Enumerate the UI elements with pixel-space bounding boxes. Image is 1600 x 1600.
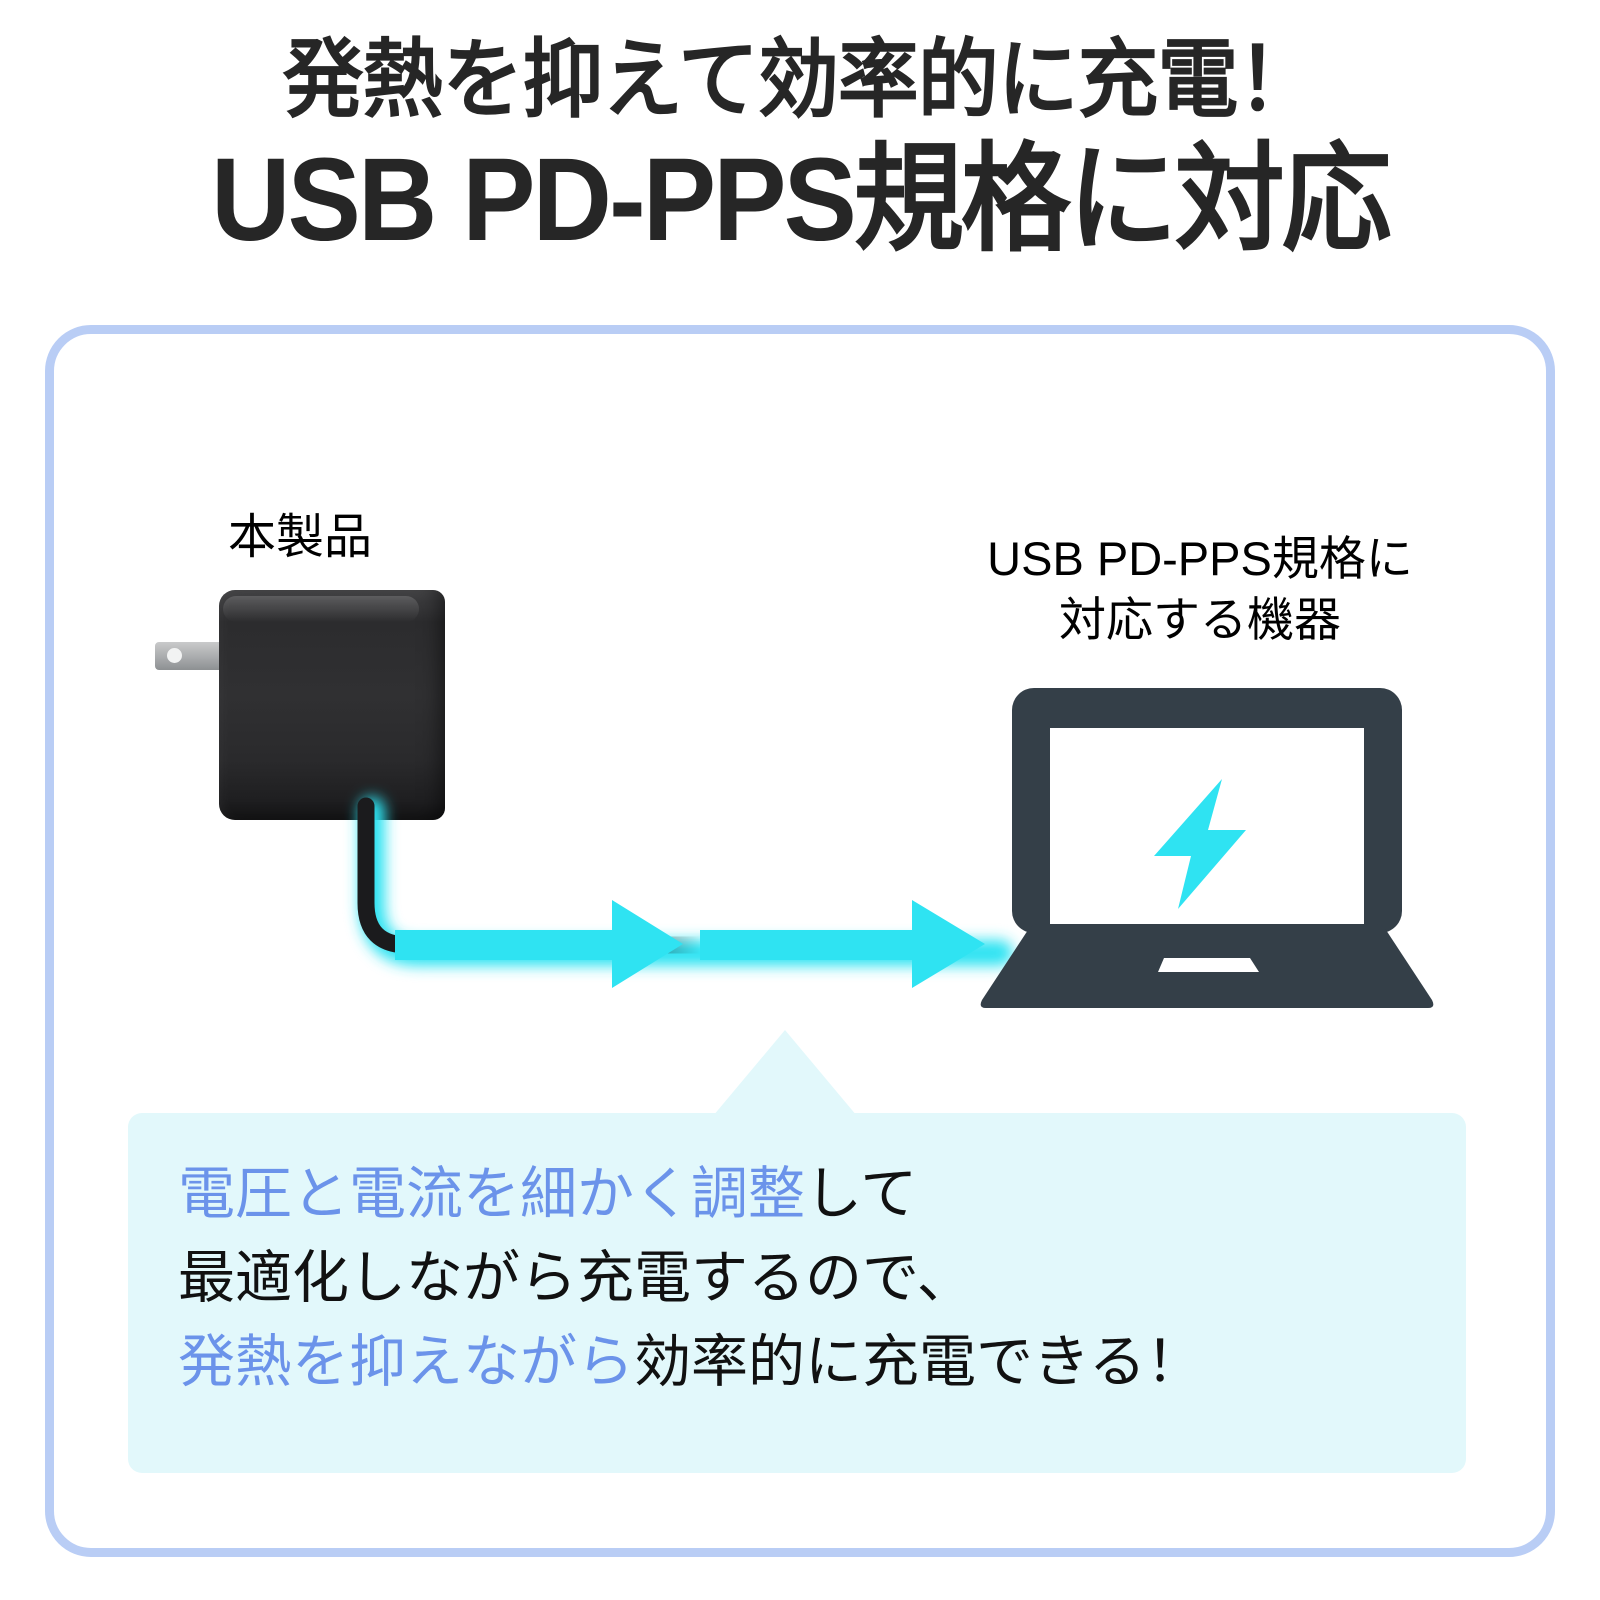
callout-line-3: 発熱を抑えながら効率的に充電できる！ — [178, 1320, 1203, 1404]
callout-line-1: 電圧と電流を細かく調整して — [178, 1152, 1203, 1236]
callout-text: 電圧と電流を細かく調整して 最適化しながら充電するので、 発熱を抑えながら効率的… — [178, 1152, 1203, 1404]
headline-line-1: 発熱を抑えて効率的に充電！ — [282, 32, 1319, 128]
laptop-charging-icon — [980, 688, 1434, 1008]
laptop-touchpad — [1158, 958, 1259, 972]
device-label: USB PD-PPS規格に 対応する機器 — [900, 528, 1500, 650]
callout-line-3-highlight: 発熱を抑えながら — [178, 1330, 634, 1394]
callout-line-1-highlight: 電圧と電流を細かく調整 — [178, 1162, 805, 1226]
headline-block: 発熱を抑えて効率的に充電！ USB PD-PPS規格に対応 — [0, 28, 1600, 260]
device-label-line-1: USB PD-PPS規格に — [987, 532, 1413, 585]
callout-box — [128, 1113, 1466, 1473]
callout-line-3-rest: 効率的に充電できる！ — [634, 1330, 1203, 1394]
device-label-line-2: 対応する機器 — [1059, 593, 1341, 646]
headline-line-2: USB PD-PPS規格に対応 — [211, 134, 1391, 266]
callout-line-2: 最適化しながら充電するので、 — [178, 1246, 974, 1310]
callout-pointer — [713, 1030, 857, 1116]
charger-label: 本製品 — [228, 511, 373, 564]
lightning-bolt-icon — [1154, 779, 1246, 909]
callout-line-1-rest: して — [805, 1162, 918, 1226]
ac-power-adapter-icon — [155, 590, 445, 820]
charger-body — [219, 590, 445, 820]
plug-prong-icon — [155, 642, 227, 670]
